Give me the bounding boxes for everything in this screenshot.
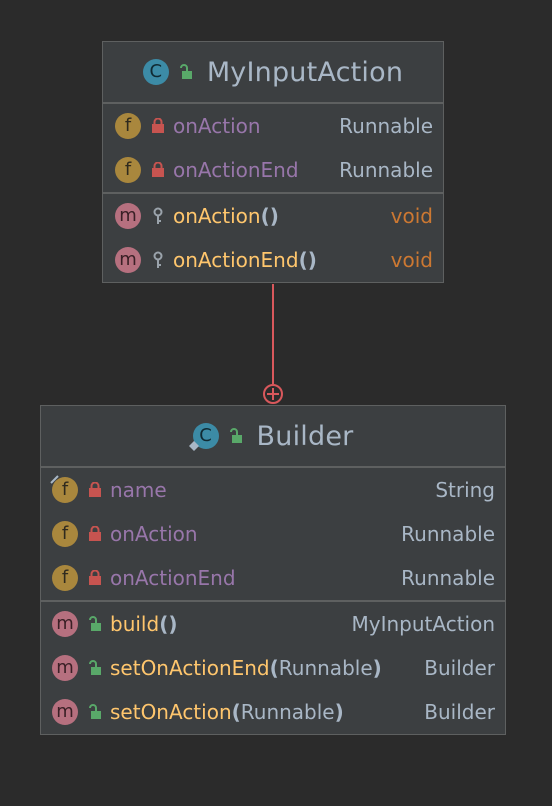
paren-close: ) bbox=[372, 656, 382, 680]
private-lock-icon bbox=[84, 570, 106, 586]
paren-close: ) bbox=[334, 700, 344, 724]
class-title: MyInputAction bbox=[206, 56, 404, 88]
final-marker-icon bbox=[50, 475, 59, 484]
method-param-type: Runnable bbox=[278, 656, 373, 680]
field-row[interactable]: f onActionEnd Runnable bbox=[41, 556, 505, 600]
paren-open: ( bbox=[231, 700, 241, 724]
method-return-type: void bbox=[390, 248, 433, 272]
method-row[interactable]: m setOnActionEnd(Runnable) Builder bbox=[41, 646, 505, 690]
field-row[interactable]: f onActionEnd Runnable bbox=[103, 148, 443, 192]
private-lock-icon bbox=[147, 162, 169, 178]
static-marker-icon bbox=[188, 441, 199, 451]
method-signature: onActionEnd() bbox=[173, 248, 317, 272]
paren-close: ) bbox=[307, 248, 317, 272]
field-name: onAction bbox=[110, 522, 198, 546]
method-signature: setOnAction(Runnable) bbox=[110, 700, 344, 724]
method-return-type: Builder bbox=[424, 700, 495, 724]
class-box-builder[interactable]: C Builder f name String f onAction Runn bbox=[40, 405, 506, 735]
field-row[interactable]: f onAction Runnable bbox=[103, 104, 443, 148]
method-row[interactable]: m onAction() void bbox=[103, 194, 443, 238]
class-title: Builder bbox=[256, 420, 354, 452]
field-name: onActionEnd bbox=[110, 566, 236, 590]
method-icon: m bbox=[52, 655, 78, 681]
field-icon: f bbox=[52, 477, 78, 503]
public-visibility-icon bbox=[84, 660, 106, 676]
field-type: Runnable bbox=[401, 566, 495, 590]
method-return-type: Builder bbox=[424, 656, 495, 680]
field-icon: f bbox=[52, 565, 78, 591]
paren-close: ) bbox=[168, 612, 178, 636]
method-row[interactable]: m build() MyInputAction bbox=[41, 602, 505, 646]
method-row[interactable]: m onActionEnd() void bbox=[103, 238, 443, 282]
field-icon: f bbox=[115, 113, 141, 139]
field-row[interactable]: f onAction Runnable bbox=[41, 512, 505, 556]
method-row[interactable]: m setOnAction(Runnable) Builder bbox=[41, 690, 505, 734]
field-type: Runnable bbox=[401, 522, 495, 546]
paren-close: ) bbox=[269, 204, 279, 228]
package-private-key-icon bbox=[147, 207, 169, 225]
field-type: String bbox=[435, 478, 495, 502]
method-icon: m bbox=[52, 699, 78, 725]
method-icon: m bbox=[52, 611, 78, 637]
method-name: onAction bbox=[173, 204, 261, 228]
fields-section: f onAction Runnable f onActionEnd Runnab… bbox=[103, 104, 443, 194]
field-icon: f bbox=[115, 157, 141, 183]
method-name: setOnAction bbox=[110, 700, 232, 724]
package-private-key-icon bbox=[147, 251, 169, 269]
field-name: onActionEnd bbox=[173, 158, 299, 182]
field-name: name bbox=[110, 478, 167, 502]
private-lock-icon bbox=[84, 482, 106, 498]
method-icon: m bbox=[115, 247, 141, 273]
private-lock-icon bbox=[147, 118, 169, 134]
method-signature: onAction() bbox=[173, 204, 279, 228]
method-name: build bbox=[110, 612, 160, 636]
field-name: onAction bbox=[173, 114, 261, 138]
class-icon: C bbox=[142, 59, 169, 85]
public-visibility-icon bbox=[84, 704, 106, 720]
public-visibility-icon bbox=[84, 616, 106, 632]
methods-section: m onAction() void m onActionEnd() void bbox=[103, 194, 443, 282]
paren-open: ( bbox=[269, 656, 279, 680]
class-icon: C bbox=[192, 423, 219, 449]
method-return-type: void bbox=[390, 204, 433, 228]
method-signature: setOnActionEnd(Runnable) bbox=[110, 656, 382, 680]
method-icon: m bbox=[115, 203, 141, 229]
method-signature: build() bbox=[110, 612, 177, 636]
method-name: setOnActionEnd bbox=[110, 656, 270, 680]
fields-section: f name String f onAction Runnable f onAc… bbox=[41, 468, 505, 602]
class-header: C MyInputAction bbox=[103, 42, 443, 104]
final-field-icon: f bbox=[50, 475, 78, 503]
class-box-myinputaction[interactable]: C MyInputAction f onAction Runnable f on… bbox=[102, 41, 444, 283]
paren-open: ( bbox=[298, 248, 308, 272]
paren-open: ( bbox=[260, 204, 270, 228]
paren-open: ( bbox=[159, 612, 169, 636]
field-type: Runnable bbox=[339, 114, 433, 138]
private-lock-icon bbox=[84, 526, 106, 542]
public-visibility-icon bbox=[175, 64, 197, 80]
field-type: Runnable bbox=[339, 158, 433, 182]
class-header: C Builder bbox=[41, 406, 505, 468]
field-icon: f bbox=[52, 521, 78, 547]
method-name: onActionEnd bbox=[173, 248, 299, 272]
public-visibility-icon bbox=[225, 428, 247, 444]
method-return-type: MyInputAction bbox=[351, 612, 495, 636]
field-row[interactable]: f name String bbox=[41, 468, 505, 512]
static-class-icon: C bbox=[188, 423, 219, 451]
method-param-type: Runnable bbox=[240, 700, 335, 724]
methods-section: m build() MyInputAction m setOnActionEnd… bbox=[41, 602, 505, 734]
